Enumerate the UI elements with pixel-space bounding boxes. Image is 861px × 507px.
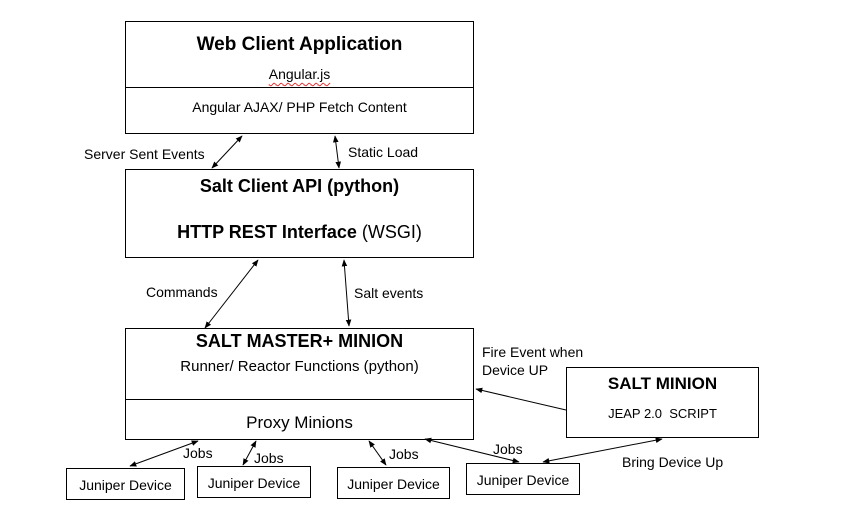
salt-master-subtitle: Runner/ Reactor Functions (python) — [180, 358, 419, 375]
fire-event-label-2: Device UP — [482, 362, 549, 378]
web-client-title: Web Client Application — [196, 34, 403, 55]
juniper-device-2: Juniper Device — [197, 466, 311, 498]
salt-api-interface: HTTP REST Interface (WSGI) — [177, 222, 422, 242]
bring-up-arrow — [542, 437, 663, 464]
juniper-device-1: Juniper Device — [66, 468, 185, 500]
static-load-arrow — [333, 135, 341, 169]
salt-minion-subtitle: JEAP 2.0 SCRIPT — [608, 406, 717, 421]
fire-event-arrow — [475, 387, 567, 411]
salt-events-label: Salt events — [354, 285, 424, 301]
web-client-lower: Angular AJAX/ PHP Fetch Content — [192, 99, 407, 115]
fire-event-label-1: Fire Event when — [482, 344, 584, 360]
jobs-arrow-1 — [129, 440, 199, 467]
jobs-label-2: Jobs — [254, 450, 284, 466]
salt-master-title: SALT MASTER+ MINION — [195, 331, 404, 351]
commands-arrow — [204, 259, 259, 329]
juniper-device-4: Juniper Device — [466, 463, 580, 495]
juniper-device-3: Juniper Device — [337, 467, 450, 499]
sse-arrow — [211, 135, 243, 169]
salt-master-divider — [126, 399, 473, 400]
juniper-device-label: Juniper Device — [347, 476, 440, 492]
jobs-arrow-4 — [424, 437, 520, 464]
jobs-label-3: Jobs — [389, 446, 419, 462]
jobs-arrow-2 — [242, 440, 257, 466]
jobs-label-1: Jobs — [183, 445, 213, 461]
jobs-arrow-3 — [368, 440, 387, 466]
commands-label: Commands — [146, 284, 218, 300]
sse-label: Server Sent Events — [84, 146, 205, 162]
salt-events-arrow — [341, 259, 352, 327]
static-load-label: Static Load — [348, 144, 419, 160]
juniper-device-label: Juniper Device — [79, 477, 172, 493]
bring-up-label: Bring Device Up — [622, 454, 724, 470]
salt-master-box: SALT MASTER+ MINION Runner/ Reactor Func… — [125, 328, 474, 440]
web-client-box: Web Client Application Angular.js Angula… — [125, 21, 474, 134]
salt-api-box: Salt Client API (python) HTTP REST Inter… — [125, 169, 474, 258]
salt-minion-box: SALT MINION JEAP 2.0 SCRIPT — [566, 367, 759, 438]
salt-minion-title: SALT MINION — [607, 374, 718, 393]
juniper-device-label: Juniper Device — [207, 475, 301, 491]
proxy-minions-label: Proxy Minions — [246, 413, 353, 432]
salt-api-title: Salt Client API (python) — [199, 176, 400, 196]
web-client-divider — [126, 87, 473, 88]
jobs-label-4: Jobs — [493, 441, 523, 457]
juniper-device-label: Juniper Device — [476, 472, 570, 488]
web-client-subtitle: Angular.js — [268, 66, 331, 82]
